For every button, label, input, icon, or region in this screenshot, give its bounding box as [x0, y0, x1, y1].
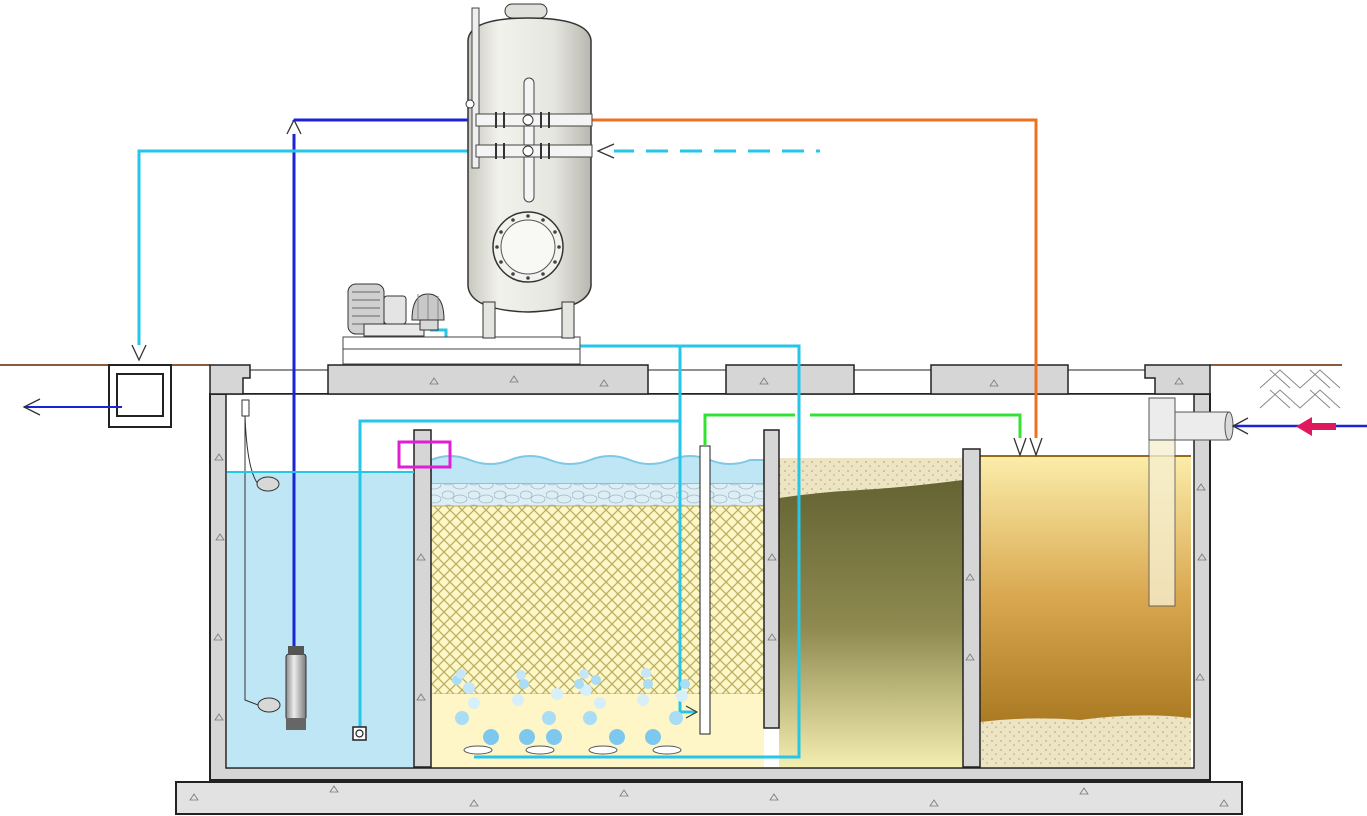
air-arrow-icon: [131, 344, 147, 362]
gravel-layer: [431, 484, 764, 506]
pipe-tee-icon: [1174, 411, 1230, 441]
partition-wall-1: [413, 429, 432, 768]
float-icon: [256, 476, 280, 492]
pump-icon: [285, 646, 307, 730]
equipment-skid: [342, 336, 581, 365]
concrete-texture: [189, 375, 1229, 807]
partition-wall-3: [962, 448, 981, 768]
inlet-arrow-icon: [1296, 417, 1336, 436]
diffuser-icon: [463, 745, 682, 755]
float-icon: [257, 697, 281, 713]
air-distribution-lines: [137, 149, 820, 759]
outlet-arrow-icon: [22, 398, 41, 416]
soil-hatch-icon: [1259, 369, 1341, 409]
air-bubbles: [452, 668, 690, 745]
vertical-tank-icon: [465, 3, 593, 339]
rectangle-marker-icon: [397, 440, 452, 469]
valve-box: [352, 726, 367, 741]
blower-icon: [347, 283, 445, 337]
partition-wall-2: [763, 429, 780, 729]
airlift-pipe: [699, 445, 711, 735]
scum-layer: [779, 458, 963, 498]
base-slab: [175, 781, 1243, 815]
filter-media-net: [430, 505, 765, 695]
recirculation-line: [703, 413, 1022, 446]
clear-water-chamber: [227, 472, 414, 767]
top-slabs: [209, 364, 1211, 395]
sludge-chamber: [779, 458, 963, 767]
backwash-line: [592, 118, 1038, 440]
bottom-sludge: [980, 715, 1191, 767]
float-switch-holder: [241, 399, 250, 417]
